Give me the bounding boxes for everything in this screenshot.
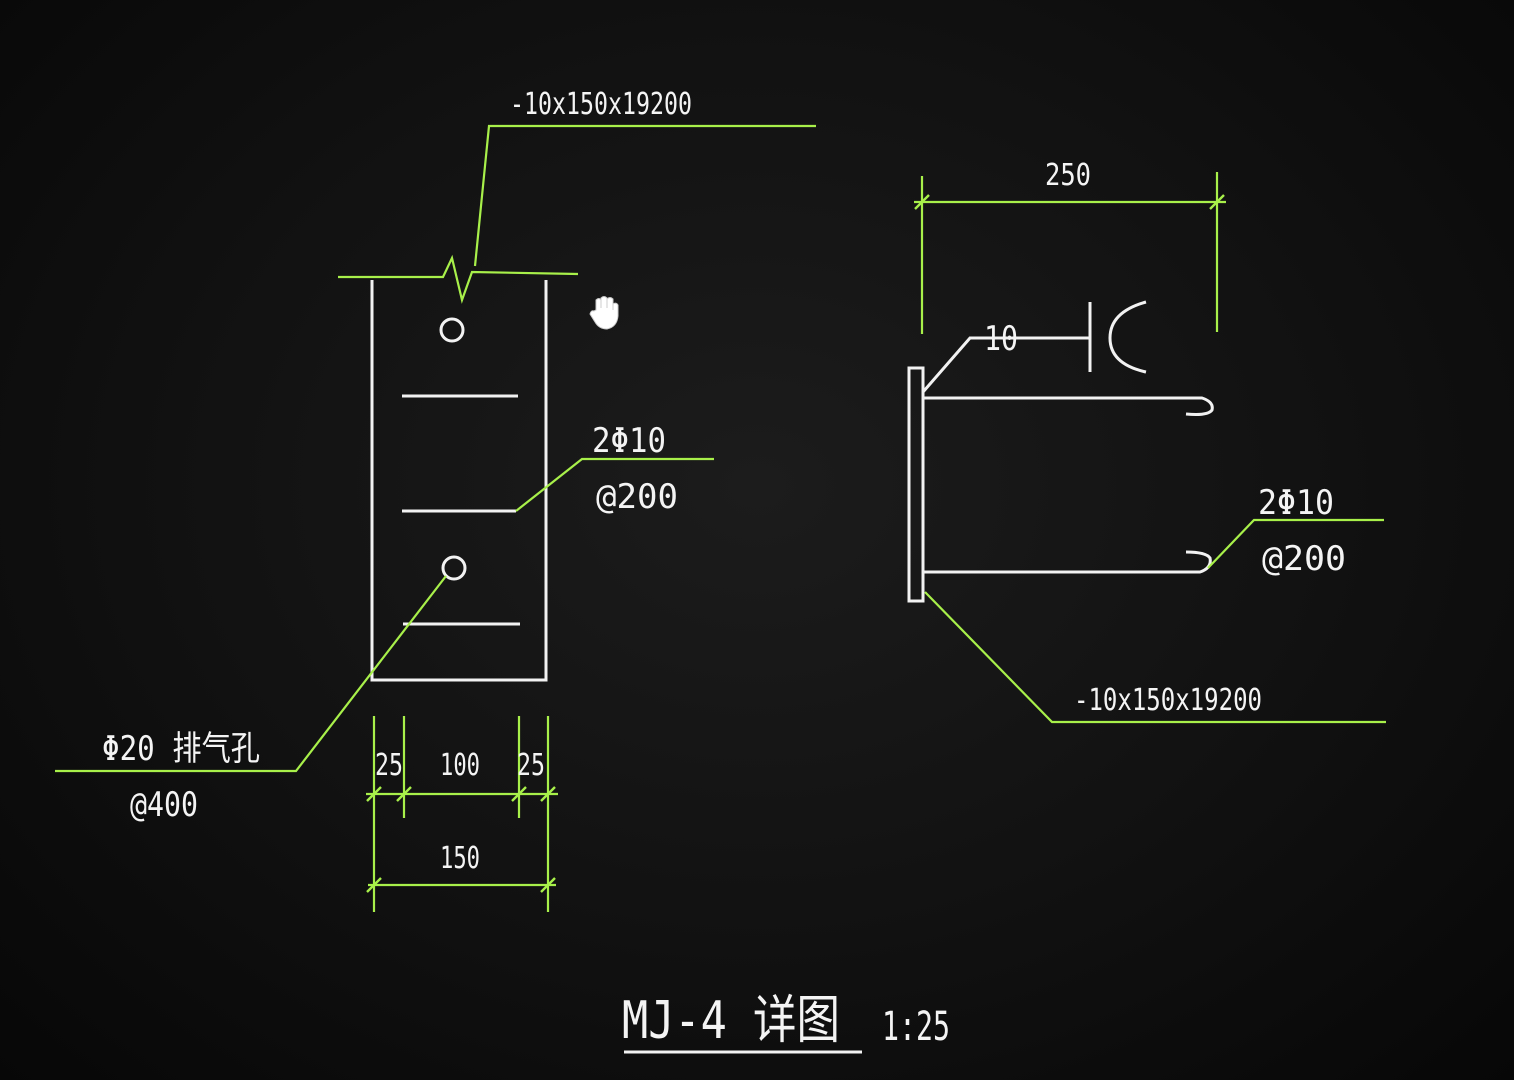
pan-hand-icon bbox=[589, 296, 619, 330]
dim-total-width: 150 bbox=[440, 841, 480, 876]
dim-edge-left: 25 bbox=[375, 748, 403, 783]
weld-callout: 10 bbox=[921, 300, 1147, 393]
leader-line bbox=[473, 124, 816, 267]
plate-thickness: 10 bbox=[984, 319, 1018, 359]
leader-line bbox=[515, 457, 714, 512]
rebar-side-spacing: @200 bbox=[1262, 539, 1346, 579]
leader-line bbox=[1207, 518, 1384, 569]
tick bbox=[511, 786, 527, 802]
width-dimensions: 25 100 25 150 bbox=[366, 716, 558, 912]
plate-spec-side-callout: -10x150x19200 bbox=[924, 591, 1386, 724]
plate-section bbox=[907, 366, 925, 603]
vent-hole-label: Φ20 排气孔 bbox=[102, 729, 260, 769]
rebar-front-spacing: @200 bbox=[596, 477, 678, 517]
plate-spec-side: -10x150x19200 bbox=[1074, 683, 1262, 718]
tick bbox=[540, 786, 556, 802]
plate-outline bbox=[370, 280, 548, 682]
vent-hole-callout: Φ20 排气孔 @400 bbox=[55, 575, 447, 825]
tick bbox=[366, 877, 382, 893]
tick bbox=[396, 786, 412, 802]
rebar-side-count: 2Φ10 bbox=[1258, 483, 1334, 523]
weld-symbol-icon bbox=[1108, 300, 1147, 374]
tick bbox=[1209, 194, 1225, 210]
rebar-front-count: 2Φ10 bbox=[592, 421, 666, 461]
plate-spec-top: -10x150x19200 bbox=[510, 87, 692, 122]
tick bbox=[540, 877, 556, 893]
rebar-side-callout: 2Φ10 @200 bbox=[1207, 483, 1384, 579]
leader-line bbox=[924, 591, 1386, 724]
tick bbox=[366, 786, 382, 802]
leader-line bbox=[55, 575, 447, 773]
rebar-front-callout: 2Φ10 @200 bbox=[515, 421, 714, 517]
front-view bbox=[338, 254, 579, 682]
anchor-bar-bottom bbox=[923, 550, 1212, 574]
tick bbox=[914, 194, 930, 210]
vent-hole-top bbox=[439, 317, 465, 343]
break-line bbox=[338, 254, 579, 304]
drawing-title-block: MJ-4 详图 1:25 bbox=[622, 991, 950, 1054]
vent-hole-spacing: @400 bbox=[130, 785, 198, 825]
dim-middle: 100 bbox=[440, 748, 480, 783]
weld-leader bbox=[921, 336, 1090, 393]
dim-edge-right: 25 bbox=[517, 748, 545, 783]
plate-spec-top-callout: -10x150x19200 bbox=[473, 87, 816, 267]
anchor-length-dimension: 250 bbox=[914, 158, 1226, 334]
side-view bbox=[907, 366, 1214, 603]
vent-hole-bottom bbox=[441, 555, 467, 581]
drawing-scale: 1:25 bbox=[882, 1004, 950, 1050]
drawing-title: MJ-4 详图 bbox=[622, 991, 840, 1051]
anchor-bar-top bbox=[923, 396, 1214, 416]
dim-anchor-length: 250 bbox=[1045, 158, 1091, 193]
